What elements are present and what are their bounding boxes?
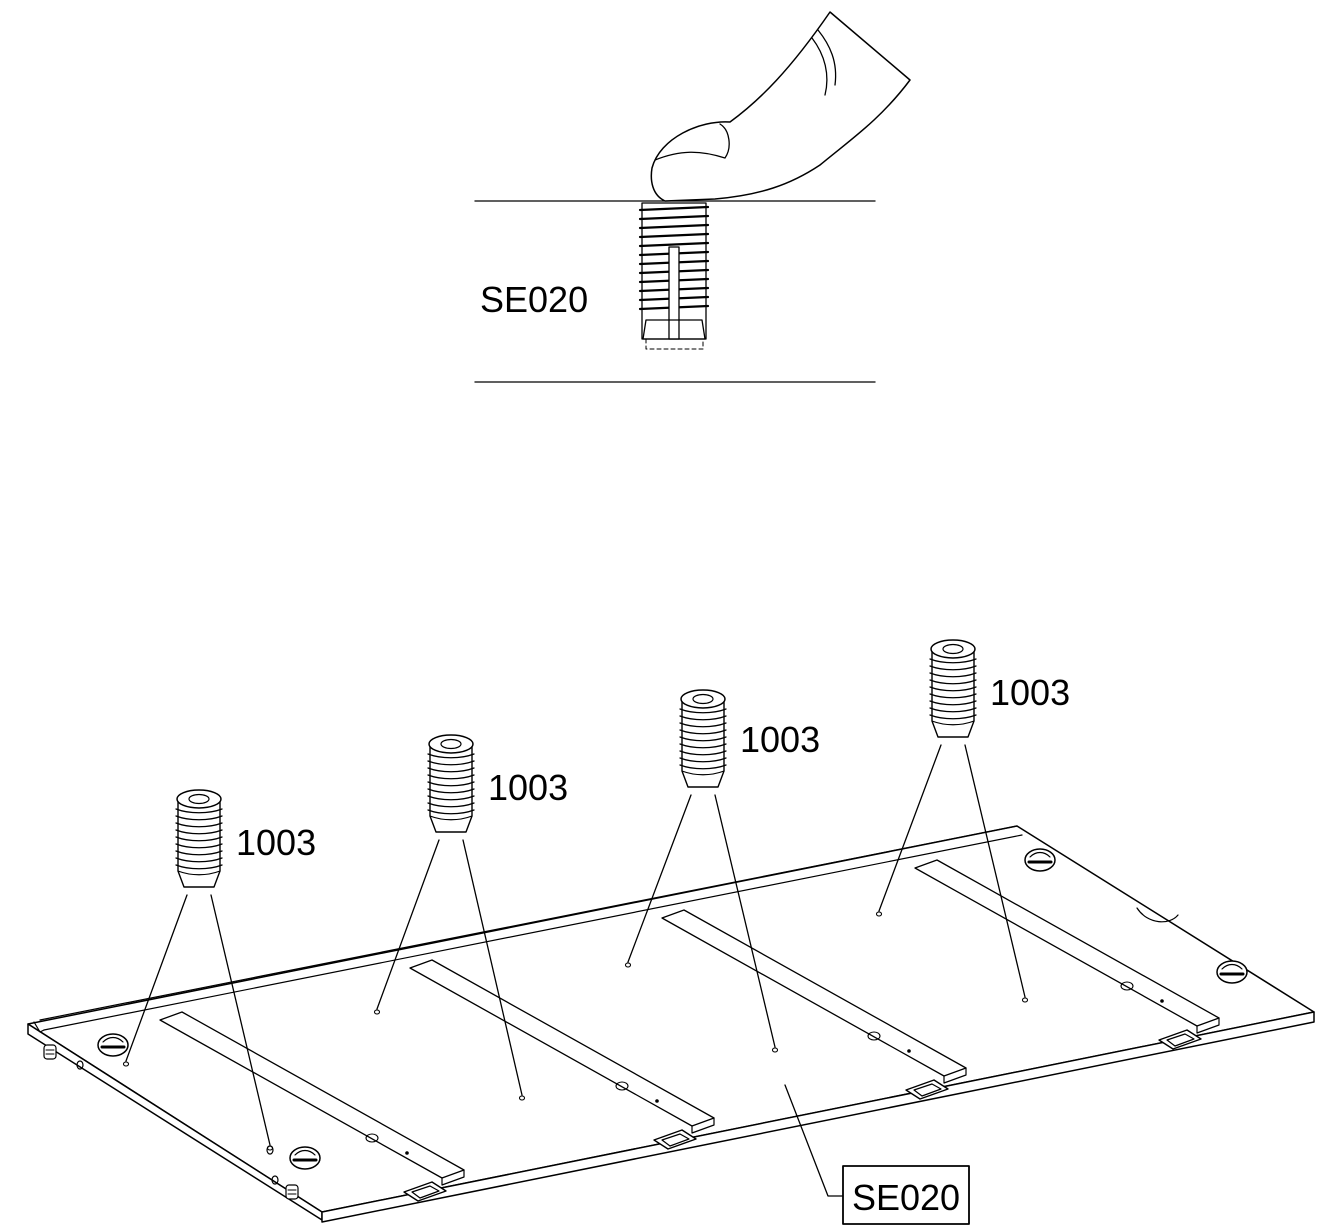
rail-3: [661, 909, 967, 1100]
leader-line: [210, 894, 271, 1146]
leader-line: [125, 894, 188, 1062]
dowel-label-1: 1003: [236, 822, 316, 863]
dowel-hole: [875, 911, 883, 917]
dowel-label-2: 1003: [488, 767, 568, 808]
dowel-icon: [929, 639, 977, 738]
dowel-hole: [624, 962, 632, 968]
dowel-section: [638, 202, 710, 350]
panel-part-label: SE020: [852, 1177, 960, 1218]
leader-line: [714, 794, 776, 1048]
dowel-icon: [175, 789, 223, 888]
leader-line: [964, 744, 1026, 998]
cam-lock-icon: [1024, 848, 1056, 872]
dowel-hole: [266, 1145, 274, 1151]
insertion-detail: SE020: [474, 11, 911, 383]
finger-icon: [650, 11, 911, 202]
leader-line: [627, 794, 692, 963]
dowel-label-4: 1003: [990, 672, 1070, 713]
leader-line: [376, 839, 440, 1010]
rail-2: [409, 959, 715, 1150]
edge-hole: [271, 1175, 279, 1185]
rail-1: [159, 1011, 465, 1202]
dowel-hole: [122, 1061, 130, 1067]
dowel-label-3: 1003: [740, 719, 820, 760]
thread-line: [638, 205, 710, 212]
dowel-hole: [518, 1095, 526, 1101]
thread-line: [638, 223, 710, 230]
thread-line: [638, 214, 710, 221]
leader-line: [878, 744, 942, 912]
dowel-icon: [427, 734, 475, 833]
dowel-hole: [1021, 997, 1029, 1003]
dowel-hole: [373, 1009, 381, 1015]
cam-lock-icon: [97, 1033, 129, 1057]
rail-4: [914, 859, 1220, 1050]
panel-callout: SE020: [784, 1084, 970, 1225]
panel-label-box: [842, 1165, 970, 1225]
dowel-icon: [679, 689, 727, 788]
connector-bracket-icon: [905, 1079, 949, 1100]
detail-part-label: SE020: [480, 279, 588, 320]
thread-line: [638, 232, 710, 239]
cam-lock-icon: [1216, 960, 1248, 984]
cam-lock-icon: [289, 1146, 321, 1170]
panel-front-edge: [321, 1011, 1315, 1223]
panel: [27, 825, 1315, 1223]
screw-icon: [43, 1044, 57, 1060]
connector-bracket-icon: [403, 1181, 447, 1202]
screw-icon: [285, 1184, 299, 1200]
edge-hole: [76, 1060, 84, 1070]
dowel-hole: [771, 1047, 779, 1053]
leader-line: [462, 839, 523, 1096]
dowel-slot: [668, 246, 680, 340]
connector-bracket-icon: [653, 1129, 697, 1150]
connector-bracket-icon: [1158, 1029, 1202, 1050]
thread-line: [638, 241, 710, 248]
